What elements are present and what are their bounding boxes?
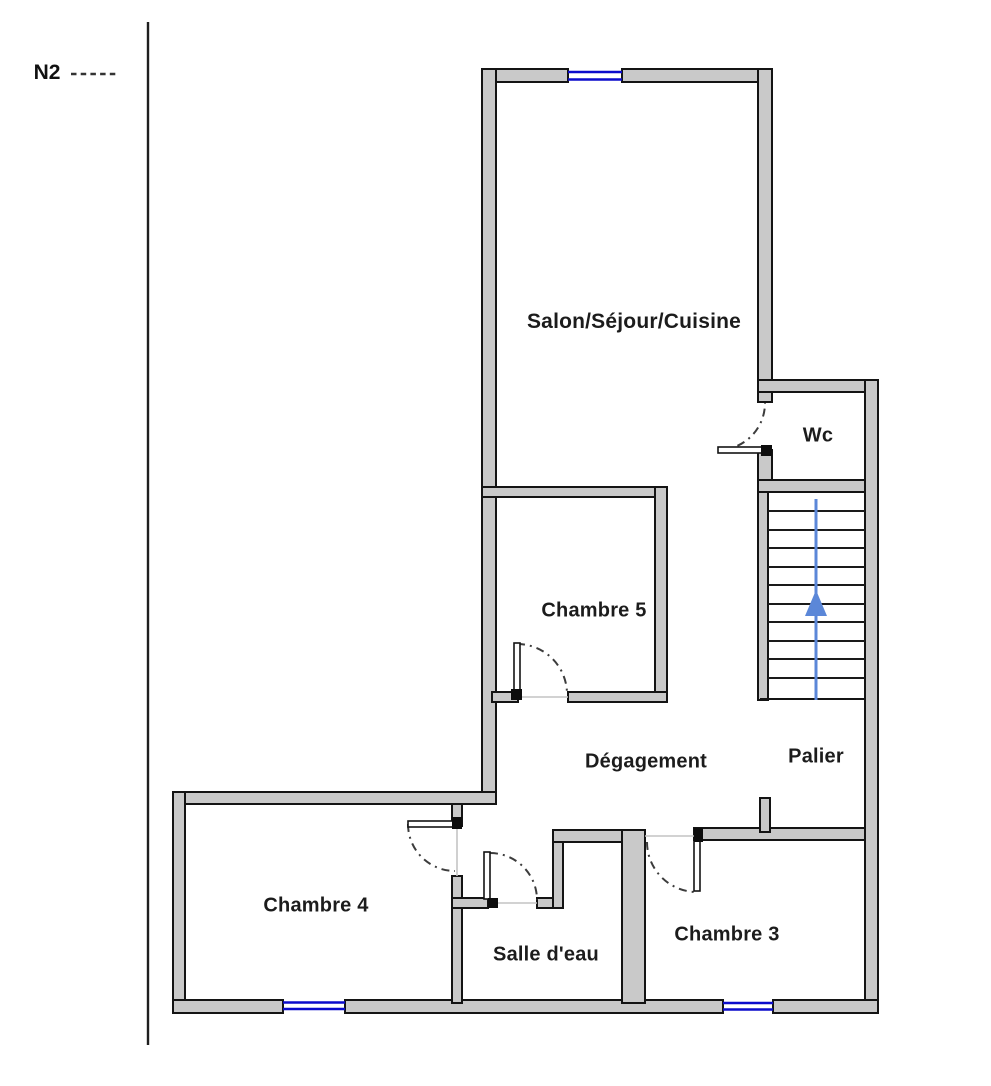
room-label-chambre4: Chambre 4 xyxy=(263,894,369,917)
window-chambre3-bottom xyxy=(723,1001,773,1012)
window-chambre4-bottom xyxy=(283,1001,345,1012)
room-label-chambre5: Chambre 5 xyxy=(541,599,647,622)
room-label-chambre3: Chambre 3 xyxy=(674,923,780,946)
door-arc xyxy=(489,852,538,901)
wall-segment xyxy=(772,999,879,1014)
door-leaf xyxy=(513,642,521,692)
room-label-palier: Palier xyxy=(788,745,844,768)
plan-level-label: N2 xyxy=(33,61,61,84)
wall-segment xyxy=(693,827,866,841)
wall-segment xyxy=(757,68,773,381)
door-thresholds xyxy=(456,696,694,904)
room-label-degagement: Dégagement xyxy=(584,750,708,773)
wall-segment xyxy=(757,491,769,701)
wall-segment xyxy=(759,797,771,833)
windows xyxy=(283,70,773,1012)
door-hinge xyxy=(488,898,498,908)
room-label-wc: Wc xyxy=(802,424,834,447)
door-hinge xyxy=(452,817,462,829)
window-gap xyxy=(724,1001,772,1012)
door-chambre3 xyxy=(646,828,703,893)
door-arc xyxy=(407,823,456,872)
door-hinge xyxy=(694,828,703,842)
wall-segment xyxy=(757,391,773,403)
wall-segment xyxy=(757,379,879,393)
window-salon-top xyxy=(568,70,622,81)
door-chambre5 xyxy=(511,642,568,700)
wall-segment xyxy=(567,691,668,703)
wall-segment xyxy=(172,999,284,1014)
wall-segment xyxy=(864,379,879,1014)
door-leaf xyxy=(693,840,701,892)
window-gap xyxy=(284,1001,344,1012)
walls xyxy=(172,68,879,1014)
door-chambre4 xyxy=(407,817,462,872)
door-wc xyxy=(717,402,772,456)
staircase xyxy=(760,499,865,700)
annotation-lines xyxy=(71,22,150,1045)
wall-segment xyxy=(172,791,186,1014)
wall-segment xyxy=(451,897,489,909)
window-gap xyxy=(569,70,621,81)
door-arc xyxy=(516,643,568,695)
door-arc xyxy=(717,402,766,451)
door-arc xyxy=(646,841,698,893)
wall-segment xyxy=(172,791,497,805)
wall-segment xyxy=(621,68,773,83)
door-hinge xyxy=(511,689,522,700)
wall-segment xyxy=(654,486,668,703)
door-salle-deau xyxy=(483,851,538,908)
wall-segment xyxy=(451,875,463,1004)
wall-segment xyxy=(757,479,866,493)
door-leaf xyxy=(407,820,455,828)
wall-segment xyxy=(621,829,646,1004)
up-arrow-icon xyxy=(805,590,827,616)
room-label-salon: Salon/Séjour/Cuisine xyxy=(526,310,742,333)
wall-segment xyxy=(481,486,668,498)
room-label-salle-deau: Salle d'eau xyxy=(493,943,599,966)
door-leaf xyxy=(483,851,491,900)
door-hinge xyxy=(761,445,772,456)
wall-segment xyxy=(344,999,724,1014)
door-leaf xyxy=(717,446,766,454)
